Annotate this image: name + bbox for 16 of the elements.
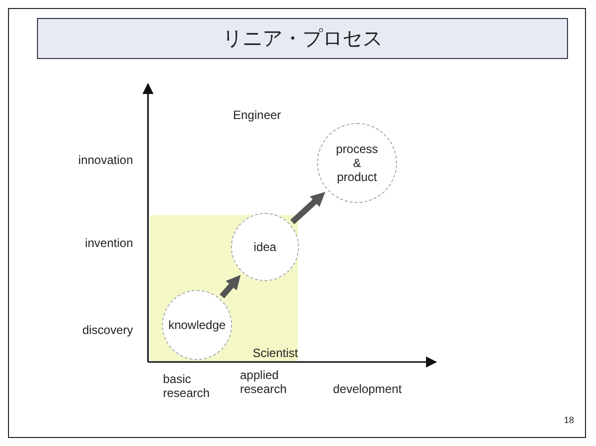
page-number: 18: [564, 414, 574, 427]
axis-stage-label: development: [333, 382, 402, 396]
arrow: [290, 192, 326, 224]
region-heading: Scientist: [252, 346, 298, 360]
stage-circle: knowledge: [162, 290, 232, 360]
axis-stage-label: basic research: [163, 372, 211, 400]
arrow: [220, 274, 241, 298]
axis-stage-label: applied research: [240, 368, 288, 396]
axis-level-label: discovery: [82, 323, 133, 337]
stage-circle: process & product: [317, 123, 397, 203]
title-banner: リニア・プロセス: [37, 18, 568, 59]
axis-level-label: invention: [84, 236, 133, 250]
axis-level-label: innovation: [78, 153, 133, 167]
stage-circle: idea: [231, 213, 299, 281]
scientist-region: [150, 215, 298, 361]
role-label: Engineer: [233, 108, 282, 122]
